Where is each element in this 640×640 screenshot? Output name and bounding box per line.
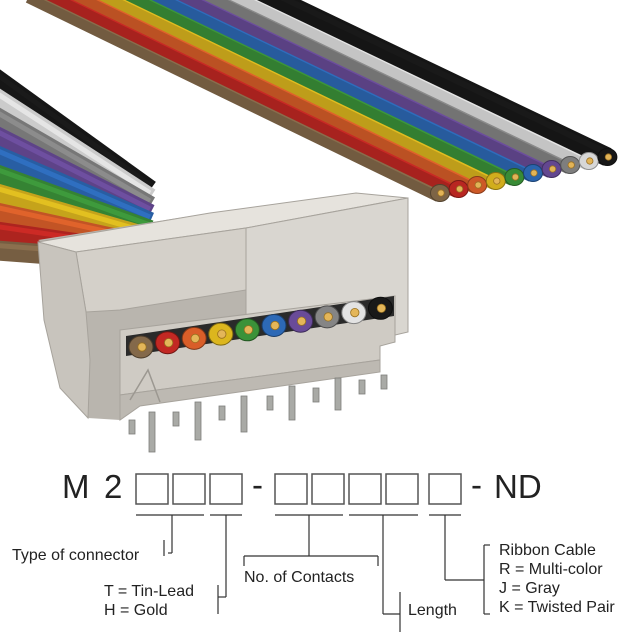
wire-black: [256, 0, 612, 166]
part-box-6: [348, 473, 382, 505]
part-box-3: [209, 473, 243, 505]
conductor-yellow: [493, 177, 501, 185]
connector-side: [37, 241, 91, 420]
connector-conductor-yellow: [217, 329, 227, 339]
part-number-callout-lines: [135, 473, 490, 632]
wire-white: [230, 0, 593, 170]
part-prefix-2: 2: [104, 468, 123, 505]
part-dash-1: -: [252, 466, 263, 503]
pin: [172, 411, 180, 427]
wire-left-highlight-blue: [0, 149, 151, 220]
conductor-white: [586, 157, 594, 165]
wire-violet: [178, 0, 556, 178]
conductor-blue: [530, 169, 538, 177]
wire-brown: [25, 0, 445, 202]
polarity-mark: [129, 368, 161, 403]
label-type-of-connector: Type of connector: [12, 547, 140, 564]
part-box-8: [428, 473, 462, 505]
wire-left-highlight-white: [0, 92, 152, 196]
part-box-4: [274, 473, 308, 505]
wire-gray: [204, 0, 575, 174]
label-gray: J = Gray: [499, 580, 560, 597]
ribbon-cable-right: [25, 0, 618, 202]
conductor-brown: [437, 189, 445, 197]
wire-green: [125, 0, 519, 186]
pin: [266, 395, 274, 411]
part-dash-2: -: [471, 466, 482, 503]
part-box-7: [385, 473, 419, 505]
pin: [334, 377, 342, 411]
conductor-gray: [567, 161, 575, 169]
part-suffix: ND: [494, 468, 542, 505]
wire-red: [46, 0, 463, 198]
label-twisted-pair: K = Twisted Pair: [499, 599, 615, 616]
wire-left-highlight-violet: [0, 130, 152, 212]
pin: [240, 395, 248, 433]
wire-left-highlight-gray: [0, 111, 152, 204]
wire-blue: [151, 0, 538, 182]
conductor-orange: [474, 181, 482, 189]
pin: [380, 374, 388, 390]
connector-conductor-red: [164, 338, 174, 348]
label-tin-lead: T = Tin-Lead: [104, 583, 194, 600]
idc-connector: [37, 192, 409, 453]
part-box-5: [311, 473, 345, 505]
label-length: Length: [408, 602, 457, 619]
wire-left-highlight-green: [0, 167, 151, 228]
wire-highlight-black: [280, 0, 609, 156]
part-prefix-m: M: [62, 468, 90, 505]
connector-conductor-green: [243, 325, 253, 335]
conductor-violet: [548, 165, 557, 173]
connector-conductor-violet: [296, 316, 307, 326]
wire-left-highlight-yellow: [0, 186, 151, 236]
connector-conductor-gray: [323, 312, 333, 322]
wire-yellow: [99, 0, 500, 190]
label-ribbon-cable: Ribbon Cable: [499, 542, 596, 559]
pin: [288, 385, 296, 421]
connector-conductor-brown: [137, 342, 147, 352]
connector-conductor-white: [350, 307, 360, 318]
label-no-of-contacts: No. of Contacts: [244, 569, 355, 586]
connector-conductor-black: [376, 303, 386, 313]
conductor-green: [511, 173, 520, 181]
pin: [128, 419, 136, 435]
wire-left-highlight-black: [0, 73, 152, 188]
conductor-red: [455, 185, 464, 193]
label-multi-color: R = Multi-color: [499, 561, 603, 578]
wire-orange: [72, 0, 482, 194]
pin: [194, 401, 202, 441]
part-box-2: [172, 473, 206, 505]
pin: [358, 379, 366, 395]
connector-base: [119, 359, 381, 421]
pin: [312, 387, 320, 403]
connector-conductor-orange: [190, 333, 200, 343]
pin: [218, 405, 226, 421]
pin: [148, 411, 156, 453]
label-gold: H = Gold: [104, 602, 168, 619]
conductor-black: [604, 153, 613, 161]
part-box-1: [135, 473, 169, 505]
connector-conductor-blue: [270, 320, 280, 331]
